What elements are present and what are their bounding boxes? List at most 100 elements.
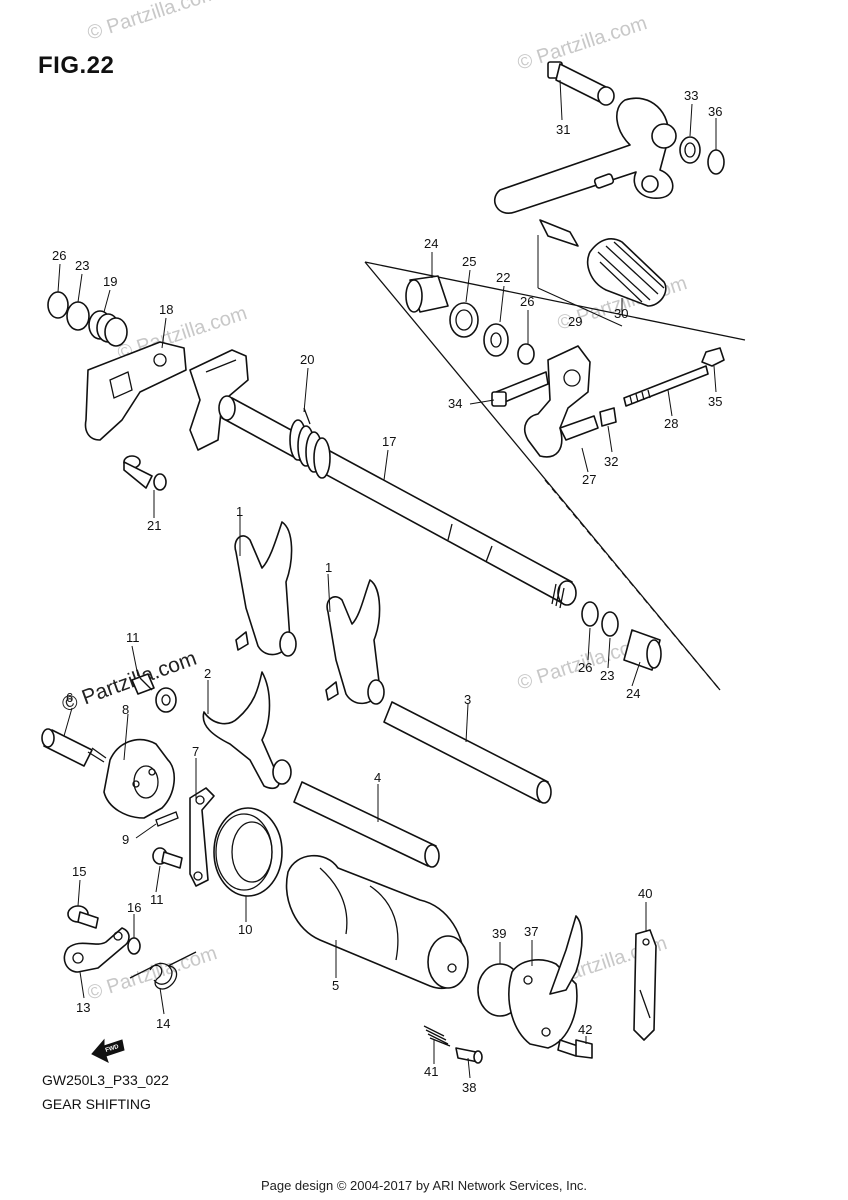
callout-5: 5 <box>332 978 339 993</box>
part-20-shift-arm[interactable] <box>189 349 249 451</box>
callout-labels: 26 23 19 18 21 20 17 24 25 22 26 29 30 3… <box>52 88 722 1095</box>
fwd-label: FWD <box>105 1044 120 1054</box>
page-footer: Page design © 2004-2017 by ARI Network S… <box>260 1178 588 1193</box>
callout-15: 15 <box>72 864 86 879</box>
part-7-cam-plate[interactable] <box>189 787 215 887</box>
part-13-gearshift-stopper[interactable] <box>63 927 130 973</box>
part-23-washer[interactable] <box>66 301 90 331</box>
callout-26: 26 <box>520 294 534 309</box>
part-8-gearshift-cam[interactable] <box>103 738 175 819</box>
part-26-circlip[interactable] <box>47 291 69 319</box>
callout-2: 2 <box>204 666 211 681</box>
part-20-spring[interactable] <box>289 407 331 479</box>
part-1-shift-fork[interactable] <box>325 579 385 705</box>
callout-1: 1 <box>236 504 243 519</box>
part-1-shift-fork[interactable] <box>234 521 297 657</box>
callout-11: 11 <box>126 630 140 645</box>
part-34-bolt[interactable] <box>491 371 549 407</box>
part-11-bolt[interactable] <box>152 847 183 869</box>
part-16-washer[interactable] <box>127 937 141 955</box>
part-23-washer[interactable] <box>601 611 619 637</box>
callout-42: 42 <box>578 1022 592 1037</box>
part-25-oil-seal[interactable] <box>449 302 479 338</box>
part-33-washer[interactable] <box>679 136 701 164</box>
part-36-circlip[interactable] <box>707 149 725 175</box>
part-32-nut[interactable] <box>599 407 617 427</box>
part-41-spring[interactable] <box>423 1025 451 1047</box>
assembly-reference-lines <box>364 261 746 691</box>
callout-36: 36 <box>708 104 722 119</box>
part-15-bolt[interactable] <box>67 905 99 929</box>
callout-6: 6 <box>66 690 73 705</box>
callout-39: 39 <box>492 926 506 941</box>
callout-27: 27 <box>582 472 596 487</box>
callout-1: 1 <box>325 560 332 575</box>
callout-18: 18 <box>159 302 173 317</box>
part-38-pin[interactable] <box>455 1047 483 1064</box>
callout-20: 20 <box>300 352 314 367</box>
part-2-shift-fork[interactable] <box>202 671 292 790</box>
part-11-bolt[interactable] <box>131 673 155 695</box>
callout-34: 34 <box>448 396 462 411</box>
part-26-circlip[interactable] <box>581 601 599 627</box>
part-10-bearing[interactable] <box>213 807 283 897</box>
watermark: © Partzilla.com <box>515 12 650 75</box>
callout-13: 13 <box>76 1000 90 1015</box>
part-35-nut[interactable] <box>701 347 725 367</box>
watermark: © Partzilla.com <box>85 0 220 45</box>
part-4-fork-shaft[interactable] <box>293 781 440 868</box>
part-30-footpeg-rubber[interactable] <box>586 238 667 307</box>
callout-21: 21 <box>147 518 161 533</box>
watermark: © Partzilla.com <box>59 647 200 717</box>
part-27-lever-joint[interactable] <box>523 345 599 458</box>
callout-30: 30 <box>614 306 628 321</box>
callout-9: 9 <box>122 832 129 847</box>
part-31-bolt[interactable] <box>547 61 615 106</box>
part-6-washer[interactable] <box>155 687 177 713</box>
callout-24: 24 <box>424 236 438 251</box>
callout-23: 23 <box>75 258 89 273</box>
callout-31: 31 <box>556 122 570 137</box>
callout-40: 40 <box>638 886 652 901</box>
callout-14: 14 <box>156 1016 170 1031</box>
part-22-washer[interactable] <box>483 323 509 357</box>
callout-37: 37 <box>524 924 538 939</box>
part-6-pin[interactable] <box>41 728 107 767</box>
part-33-washer-inner <box>684 142 696 158</box>
part-21-bolt[interactable] <box>123 455 167 491</box>
callout-11: 11 <box>150 892 164 907</box>
part-42-bolt[interactable] <box>557 1039 593 1059</box>
callout-17: 17 <box>382 434 396 449</box>
part-24-bearing[interactable] <box>623 629 662 671</box>
part-14-spring[interactable] <box>129 951 197 990</box>
part-18-plate[interactable] <box>84 341 187 441</box>
part-5-shift-drum[interactable] <box>285 854 469 990</box>
part-40-bracket[interactable] <box>633 929 657 1041</box>
part-9-pin[interactable] <box>155 811 179 827</box>
leader-lines <box>57 79 717 1079</box>
callout-29: 29 <box>568 314 582 329</box>
part-3-fork-shaft[interactable] <box>383 701 552 804</box>
part-28-tie-rod[interactable] <box>623 365 709 407</box>
model-code: GW250L3_P33_022 <box>42 1072 169 1088</box>
callout-32: 32 <box>604 454 618 469</box>
callout-8: 8 <box>122 702 129 717</box>
part-26-circlip[interactable] <box>517 343 535 365</box>
callout-26: 26 <box>52 248 66 263</box>
part-24-bearing[interactable] <box>405 275 449 313</box>
callout-10: 10 <box>238 922 252 937</box>
callout-33: 33 <box>684 88 698 103</box>
callout-22: 22 <box>496 270 510 285</box>
callout-25: 25 <box>462 254 476 269</box>
callout-38: 38 <box>462 1080 476 1095</box>
callout-4: 4 <box>374 770 381 785</box>
callout-16: 16 <box>127 900 141 915</box>
callout-23: 23 <box>600 668 614 683</box>
callout-28: 28 <box>664 416 678 431</box>
part-19-spring[interactable] <box>88 310 128 347</box>
part-37-cover[interactable] <box>508 915 583 1049</box>
figure-title: FIG.22 <box>38 52 115 79</box>
figure-name: GEAR SHIFTING <box>42 1096 151 1112</box>
part-29-shift-lever[interactable] <box>494 97 677 247</box>
